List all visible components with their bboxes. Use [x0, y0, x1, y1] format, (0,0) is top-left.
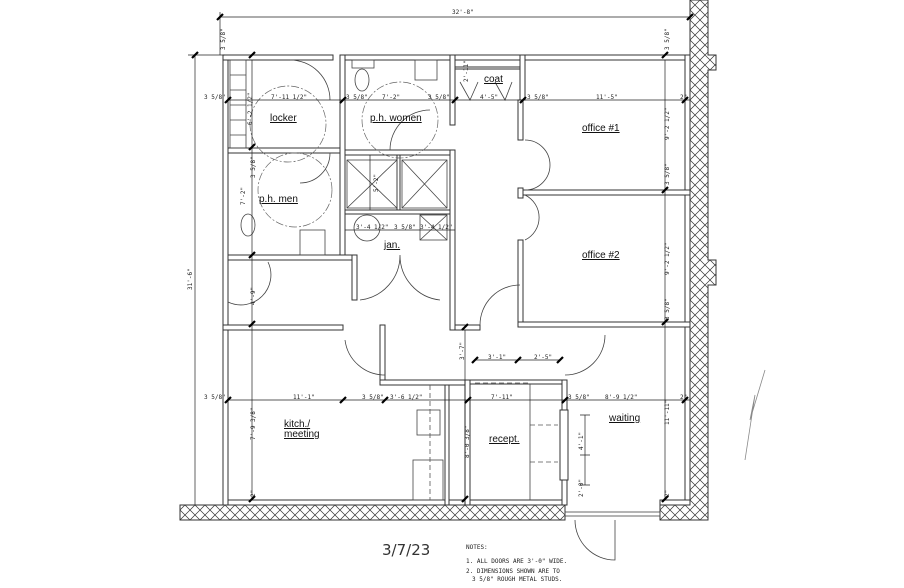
dim-two-in: 2" [680, 394, 687, 401]
dim-recept-depth: 8'-0 3/8" [464, 425, 471, 458]
dim-locker-depth: 6'-2 1/2" [247, 92, 254, 125]
dim-kitchen-depth: 7'-9 3/8" [250, 407, 257, 440]
room-label-ph-women: p.h. women [370, 113, 422, 124]
dim-waiting-depth: 11'-11" [664, 400, 671, 425]
dim-women-width: 7'-2" [382, 94, 400, 101]
room-label-meeting: meeting [284, 429, 320, 440]
dim-stud: 3 5/8" [664, 28, 671, 50]
dim-coat-width: 4'-5" [480, 94, 498, 101]
dim-window-height: 4'-1" [578, 432, 585, 450]
dim-hall-width: 4'-9" [250, 287, 257, 305]
dim-office1-depth: 9'-2 1/2" [664, 107, 671, 140]
dim-recept-width: 7'-11" [491, 394, 513, 401]
dim-stud: 3 5/8" [346, 94, 368, 101]
note-1: 1. ALL DOORS ARE 3'-0" WIDE. [466, 558, 567, 565]
masonry-wall [179, 0, 717, 521]
dim-stud: 3 5/8" [394, 224, 416, 231]
dim-stud: 3 5/8" [664, 163, 671, 185]
dim-stud: 3 5/8" [568, 394, 590, 401]
clearance-circles [249, 81, 439, 228]
dimension-lines [188, 12, 694, 505]
dim-men-depth: 7'-2" [240, 187, 247, 205]
note-2-cont: 3 5/8" ROUGH METAL STUDS. [472, 576, 562, 583]
dim-shower-width: 3'-4 1/2" [356, 224, 389, 231]
dim-stud: 3 5/8" [204, 94, 226, 101]
room-label-coat: coat [484, 74, 503, 85]
dim-kitchen-counter: 3'-6 1/2" [390, 394, 423, 401]
dim-coat-depth: 2'-11" [463, 60, 470, 82]
dim-waiting-width: 8'-9 1/2" [605, 394, 638, 401]
dim-kitchen-width: 11'-1" [293, 394, 315, 401]
dim-overall-width: 32'-8" [452, 9, 474, 16]
room-label-recept: recept. [489, 434, 520, 445]
dim-stud: 3 5/8" [527, 94, 549, 101]
dim-counter-a: 3'-1" [488, 354, 506, 361]
doors [227, 59, 661, 561]
room-label-ph-men: p.h. men [259, 194, 298, 205]
dimension-labels: 3 5/8" 32'-8" 31'-6" 3 5/8" 3 5/8" 3 5/8… [187, 9, 687, 497]
room-label-office-2: office #2 [582, 250, 620, 261]
dim-shower-width: 3'-4 1/2" [420, 224, 453, 231]
room-labels: locker p.h. women coat office #1 p.h. me… [259, 74, 640, 445]
dim-overall-depth: 31'-6" [187, 268, 194, 290]
notes: NOTES: 1. ALL DOORS ARE 3'-0" WIDE. 2. D… [466, 544, 567, 583]
dim-stud: 3 5/8" [250, 156, 257, 178]
dim-shower-depth: 5'-2" [373, 174, 380, 192]
dim-two-in: 2" [680, 94, 687, 101]
room-label-office-1: office #1 [582, 123, 620, 134]
dim-stud: 3 5/8" [204, 394, 226, 401]
room-label-locker: locker [270, 113, 297, 124]
dim-corridor-depth: 3'-7" [459, 342, 466, 360]
dim-office-width: 11'-5" [596, 94, 618, 101]
walls [222, 54, 691, 506]
room-label-kitchen: kitch./ [284, 419, 310, 430]
room-label-jan: jan. [383, 240, 400, 251]
dim-stud: 3 5/8" [220, 28, 227, 50]
pencil-mark [744, 369, 766, 461]
dim-stud: 3 5/8" [664, 298, 671, 320]
note-2: 2. DIMENSIONS SHOWN ARE TO [466, 568, 560, 575]
drawing-date: 3/7/23 [382, 541, 430, 559]
dim-two-in: 2" [664, 490, 671, 497]
notes-title: NOTES: [466, 544, 488, 551]
fixtures [229, 59, 558, 501]
dim-stud: 3 5/8" [428, 94, 450, 101]
dim-sill: 2'-0" [578, 479, 585, 497]
dim-stud: 3 5/8" [362, 394, 384, 401]
dim-counter-b: 2'-5" [534, 354, 552, 361]
dim-locker-width: 7'-11 1/2" [271, 94, 307, 101]
dim-two-in: 2" [250, 490, 257, 497]
room-label-waiting: waiting [608, 413, 640, 424]
dim-office2-depth: 9'-2 1/2" [664, 242, 671, 275]
